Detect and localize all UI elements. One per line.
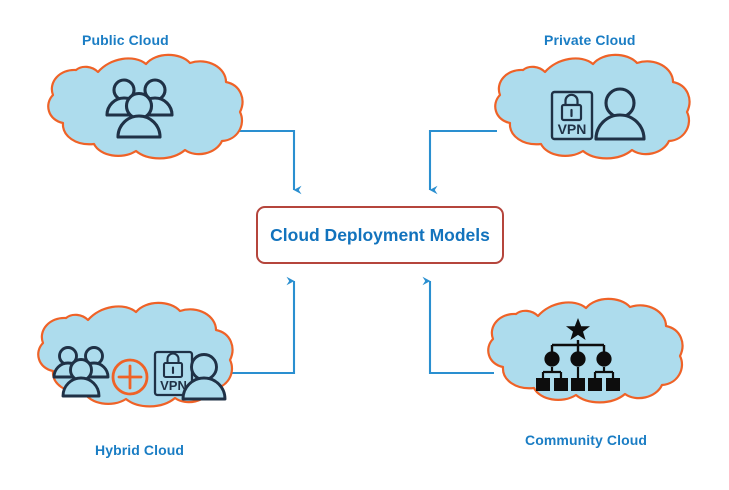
- label-private-cloud: Private Cloud: [544, 32, 636, 48]
- vpn-lock-icon: VPN: [153, 350, 194, 397]
- svg-text:VPN: VPN: [160, 378, 187, 393]
- node-private-cloud[interactable]: VPN: [494, 53, 691, 160]
- connector-private-to-center: [428, 129, 497, 195]
- group-of-people-icon: [52, 346, 110, 398]
- org-hierarchy-icon: [536, 318, 620, 391]
- cloud-shape-community: [487, 297, 684, 404]
- node-community-cloud[interactable]: [487, 297, 684, 404]
- connectors-group: [228, 129, 497, 375]
- person-icon: [181, 353, 227, 401]
- label-public-cloud: Public Cloud: [82, 32, 169, 48]
- connector-public-to-center: [232, 129, 302, 195]
- vpn-lock-icon: VPN: [550, 90, 594, 141]
- label-community-cloud: Community Cloud: [525, 432, 648, 448]
- connector-community-to-center: [422, 276, 494, 375]
- center-node-cloud-deployment-models[interactable]: Cloud Deployment Models: [256, 206, 504, 264]
- node-public-cloud[interactable]: [47, 53, 244, 160]
- node-hybrid-cloud[interactable]: VPN: [37, 301, 234, 408]
- connector-hybrid-to-center: [228, 276, 296, 375]
- person-icon: [594, 87, 646, 141]
- svg-text:VPN: VPN: [558, 121, 587, 137]
- plus-circle-icon: [111, 358, 149, 396]
- center-node-label: Cloud Deployment Models: [270, 224, 490, 245]
- label-hybrid-cloud: Hybrid Cloud: [95, 442, 185, 458]
- group-of-people-icon: [105, 78, 174, 139]
